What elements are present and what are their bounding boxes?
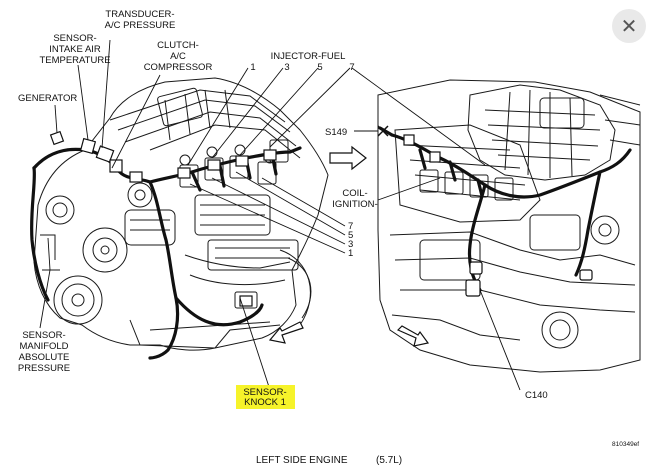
label-knock-line2: KNOCK 1 bbox=[244, 397, 286, 408]
label-c140: C140 bbox=[525, 390, 548, 401]
caption-engine: (5.7L) bbox=[376, 455, 402, 466]
label-knock-line1: SENSOR- bbox=[243, 387, 286, 398]
leader-lines bbox=[39, 39, 521, 391]
label-coil-line1: COIL- bbox=[342, 188, 367, 199]
label-transducer-line1: TRANSDUCER- bbox=[105, 9, 174, 20]
knock-label-highlight bbox=[236, 385, 295, 409]
label-intake-line3: TEMPERATURE bbox=[39, 55, 110, 66]
label-coil-line2: IGNITION- bbox=[332, 199, 377, 210]
close-icon[interactable]: ✕ bbox=[612, 9, 646, 43]
label-clutch-line2: A/C bbox=[170, 51, 186, 62]
label-intake-line2: INTAKE AIR bbox=[49, 44, 101, 55]
label-injector-num-1: 1 bbox=[250, 62, 255, 73]
label-injector-num-7: 7 bbox=[349, 62, 354, 73]
label-injector-num-3: 3 bbox=[284, 62, 289, 73]
right-engine-illustration bbox=[377, 79, 641, 373]
label-injector: INJECTOR-FUEL bbox=[271, 51, 346, 62]
label-clutch-line3: COMPRESSOR bbox=[144, 62, 213, 73]
splice-marker-x-icon bbox=[377, 125, 389, 137]
label-generator: GENERATOR bbox=[18, 93, 77, 104]
right-harness bbox=[378, 126, 632, 292]
label-manifold-line1: SENSOR- bbox=[22, 330, 65, 341]
caption-title: LEFT SIDE ENGINE bbox=[256, 455, 348, 466]
label-transducer-line2: A/C PRESSURE bbox=[105, 20, 176, 31]
label-manifold-line4: PRESSURE bbox=[18, 363, 70, 374]
label-coil-num-7: 7 bbox=[348, 221, 353, 232]
label-coil-num-5: 5 bbox=[348, 230, 353, 241]
label-injector-num-5: 5 bbox=[317, 62, 322, 73]
left-harness bbox=[30, 146, 302, 360]
left-connectors bbox=[49, 130, 277, 307]
forward-arrow-icon bbox=[268, 145, 430, 347]
label-intake-line1: SENSOR- bbox=[53, 33, 96, 44]
label-manifold-line3: ABSOLUTE bbox=[19, 352, 70, 363]
figure-id: 810349ef bbox=[612, 441, 639, 448]
component-labels: TRANSDUCER- A/C PRESSURE SENSOR- INTAKE … bbox=[18, 9, 639, 466]
label-manifold-line2: MANIFOLD bbox=[19, 341, 68, 352]
label-clutch-line1: CLUTCH- bbox=[157, 40, 199, 51]
label-coil-num-3: 3 bbox=[348, 239, 353, 250]
label-s149: S149 bbox=[325, 127, 347, 138]
right-connectors bbox=[403, 134, 593, 297]
label-coil-num-1: 1 bbox=[348, 248, 353, 259]
